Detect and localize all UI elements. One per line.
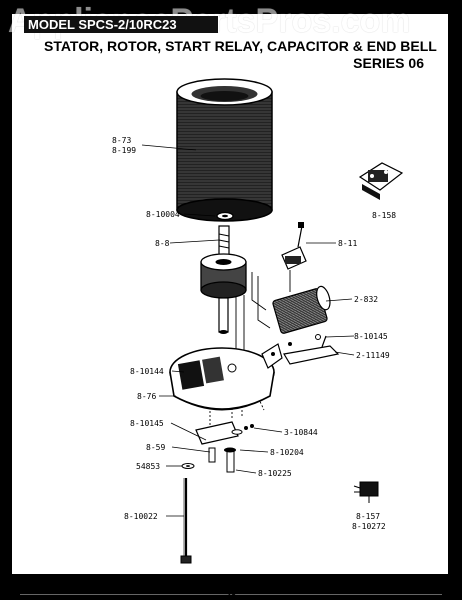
bracket-drawing xyxy=(283,334,340,365)
footer-rule xyxy=(20,594,442,595)
model-number: MODEL SPCS-2/10RC23 xyxy=(24,16,218,33)
part-label-relay-small-alt[interactable]: 8-10272 xyxy=(352,522,386,531)
series-label: SERIES 06 xyxy=(353,55,424,71)
page-title: STATOR, ROTOR, START RELAY, CAPACITOR & … xyxy=(44,38,437,54)
capacitor-drawing xyxy=(272,285,331,334)
part-label-washer-top[interactable]: 8-10004 xyxy=(146,210,180,219)
part-label-end-bell-screw[interactable]: 8-10144 xyxy=(130,367,164,376)
part-label-washer-small[interactable]: 54853 xyxy=(136,462,161,471)
part-label-stator-alt[interactable]: 8-199 xyxy=(112,146,137,155)
switch-drawing xyxy=(281,222,307,270)
part-label-relay-small[interactable]: 8-157 xyxy=(356,512,381,521)
part-label-rotor[interactable]: 8-8 xyxy=(155,239,170,248)
small-relay-drawing xyxy=(353,481,379,503)
part-label-switch[interactable]: 8-11 xyxy=(338,239,358,248)
end-bell-drawing xyxy=(169,343,283,411)
part-label-screw-end-bell[interactable]: 8-10145 xyxy=(130,419,164,428)
part-label-end-bell[interactable]: 8-76 xyxy=(137,392,157,401)
stator-drawing xyxy=(176,78,273,222)
through-bolt-drawing xyxy=(180,478,192,564)
rotor-drawing xyxy=(200,225,247,334)
washer-top-drawing xyxy=(216,211,234,221)
leader-lines xyxy=(141,144,355,517)
part-label-bolt[interactable]: 8-10225 xyxy=(258,469,292,478)
part-label-through-bolt[interactable]: 8-10022 xyxy=(124,512,158,521)
part-label-start-relay[interactable]: 8-158 xyxy=(372,211,397,220)
start-relay-drawing xyxy=(358,162,404,200)
part-label-stator[interactable]: 8-73 xyxy=(112,136,132,145)
part-label-washer-lower[interactable]: 8-10204 xyxy=(270,448,304,457)
lower-hardware-drawing xyxy=(181,421,254,473)
part-label-nut[interactable]: 3-10844 xyxy=(284,428,318,437)
part-label-screw-capacitor[interactable]: 8-10145 xyxy=(354,332,388,341)
part-label-bolts[interactable]: 8-59 xyxy=(146,443,166,452)
page-number: 28 xyxy=(225,590,236,600)
part-label-capacitor[interactable]: 2-832 xyxy=(354,295,379,304)
part-label-bracket[interactable]: 2-11149 xyxy=(356,351,390,360)
